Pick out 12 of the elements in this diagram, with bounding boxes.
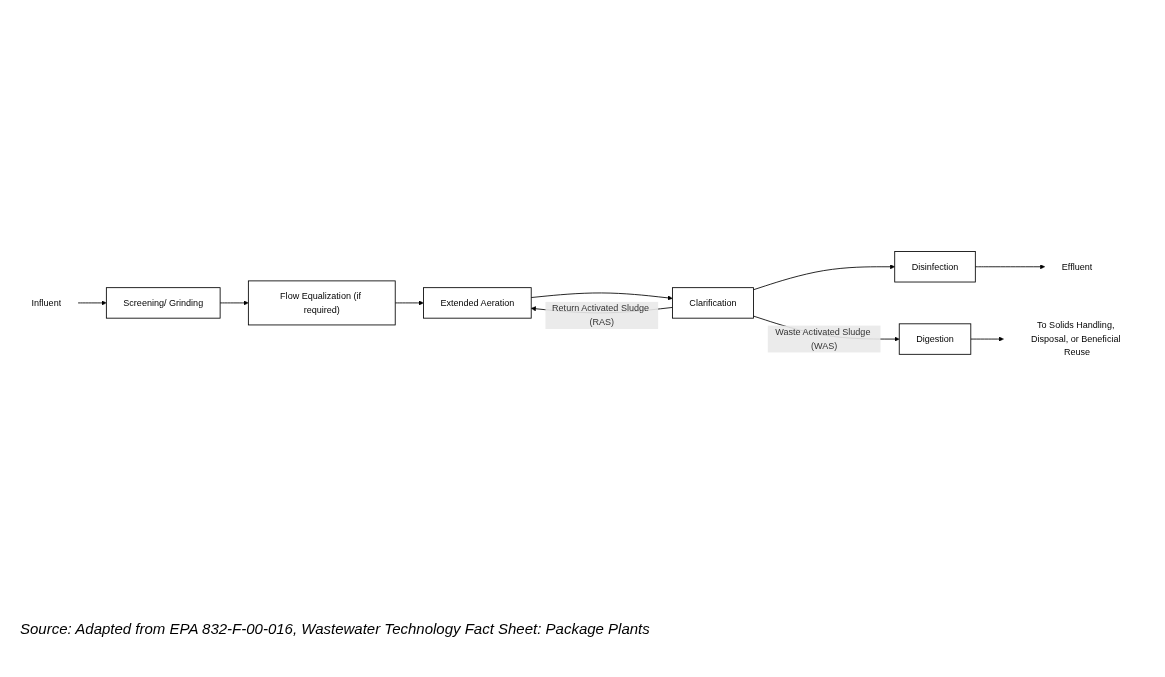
node-box: Digestion	[898, 323, 972, 356]
node-box: Screening/ Grinding	[105, 287, 221, 319]
node-text: To Solids Handling, Disposal, or Beneficial Reuse	[1031, 320, 1121, 358]
edge-label: Waste Activated Sludge (WAS)	[775, 327, 871, 351]
node-box: Flow Equalization (if required)	[247, 280, 396, 326]
node-text: Influent	[31, 298, 62, 308]
node-box: Clarification	[672, 287, 754, 319]
edge-label: Return Activated Sludge (RAS)	[552, 303, 650, 327]
node-box: Extended Aeration	[423, 287, 532, 319]
node-text: Effluent	[1061, 261, 1093, 272]
node-box: Disinfection	[894, 251, 976, 283]
source-caption: Source: Adapted from EPA 832-F-00-016, Wastewater Technology Fact Sheet: Package Plants	[20, 620, 651, 637]
